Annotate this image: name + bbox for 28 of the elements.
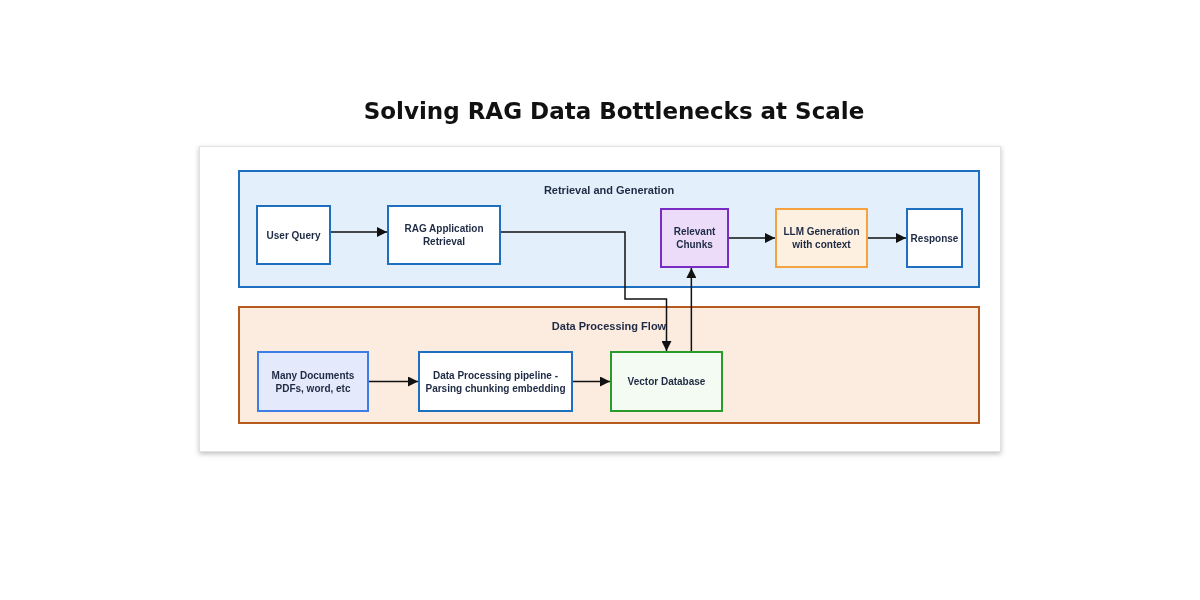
box-label: LLM Generation with context [782, 225, 861, 251]
process-box [775, 208, 868, 268]
arrow [330, 227, 388, 237]
box-label: Response [910, 231, 959, 245]
box-label: RAG Application Retrieval [403, 222, 485, 248]
group-title: Retrieval and Generation [542, 184, 676, 196]
box-label: Many Documents PDFs, word, etc [270, 368, 356, 395]
process-box [387, 205, 501, 265]
arrow [867, 233, 907, 243]
process-box [610, 351, 723, 412]
group-panel [238, 170, 980, 288]
process-box [256, 205, 331, 265]
box-label: User Query [266, 228, 321, 242]
box-label: Data Processing pipeline - Parsing chunking embedding [425, 368, 566, 395]
arrow [500, 231, 672, 352]
arrow [728, 233, 776, 243]
box-label: Relevant Chunks [672, 225, 717, 251]
group-title: Data Processing Flow [550, 320, 668, 332]
group-panel [238, 306, 980, 424]
arrow [572, 376, 611, 387]
diagram-title: Solving RAG Data Bottlenecks at Scale [362, 98, 866, 124]
process-box [418, 351, 573, 412]
process-box [257, 351, 369, 412]
process-box [906, 208, 963, 268]
arrow [686, 267, 697, 352]
arrow [368, 376, 419, 387]
box-label: Vector Database [627, 375, 706, 388]
process-box [660, 208, 729, 268]
